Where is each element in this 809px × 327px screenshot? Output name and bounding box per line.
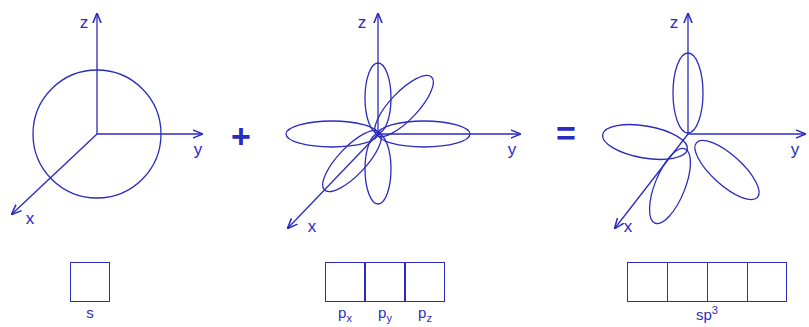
- s-orbital-box: s: [70, 262, 110, 302]
- orbital-subscript: x: [346, 312, 352, 324]
- axis-label: x: [624, 218, 633, 235]
- axis: [12, 134, 97, 214]
- axis: [288, 134, 378, 228]
- axis-label: y: [194, 141, 203, 158]
- axis: [378, 133, 520, 134]
- orbital-name: p: [378, 304, 386, 321]
- axis: [96, 14, 97, 134]
- axis-label: x: [26, 210, 35, 227]
- box-divider: [667, 263, 668, 301]
- orbital-name: s: [86, 304, 94, 321]
- p-orbital-box: px: [325, 262, 365, 302]
- orbital-name: p: [338, 304, 346, 321]
- orbital-subscript: z: [426, 312, 432, 324]
- axis: [688, 133, 805, 134]
- p-orbital-box: py: [365, 262, 405, 302]
- orbital-label: px: [338, 305, 352, 324]
- orbital-name: p: [418, 304, 426, 321]
- axis-label: z: [358, 14, 367, 31]
- sp3-orbitals: [600, 53, 768, 229]
- axis: [687, 14, 688, 134]
- orbital-label: sp3: [696, 305, 718, 322]
- orbital-subscript: y: [386, 312, 392, 324]
- equals-sign: =: [556, 116, 576, 150]
- orbital-label: s: [86, 305, 94, 320]
- sp3-orbital-boxes: sp3: [627, 262, 787, 302]
- axis-label: z: [80, 14, 89, 31]
- orbital-label: pz: [418, 305, 432, 324]
- axis: [377, 14, 378, 134]
- p-orbital-box: pz: [405, 262, 445, 302]
- axis-label: z: [670, 14, 679, 31]
- axis-label: y: [508, 141, 517, 158]
- axis: [615, 134, 688, 228]
- orbital-name: sp: [696, 306, 712, 323]
- orbital-superscript: 3: [712, 304, 718, 316]
- plus-sign: +: [231, 119, 251, 153]
- axis: [97, 133, 202, 134]
- orbital-label: py: [378, 305, 392, 324]
- axis-label: x: [308, 218, 317, 235]
- box-divider: [747, 263, 748, 301]
- axis-label: y: [791, 141, 800, 158]
- box-divider: [707, 263, 708, 301]
